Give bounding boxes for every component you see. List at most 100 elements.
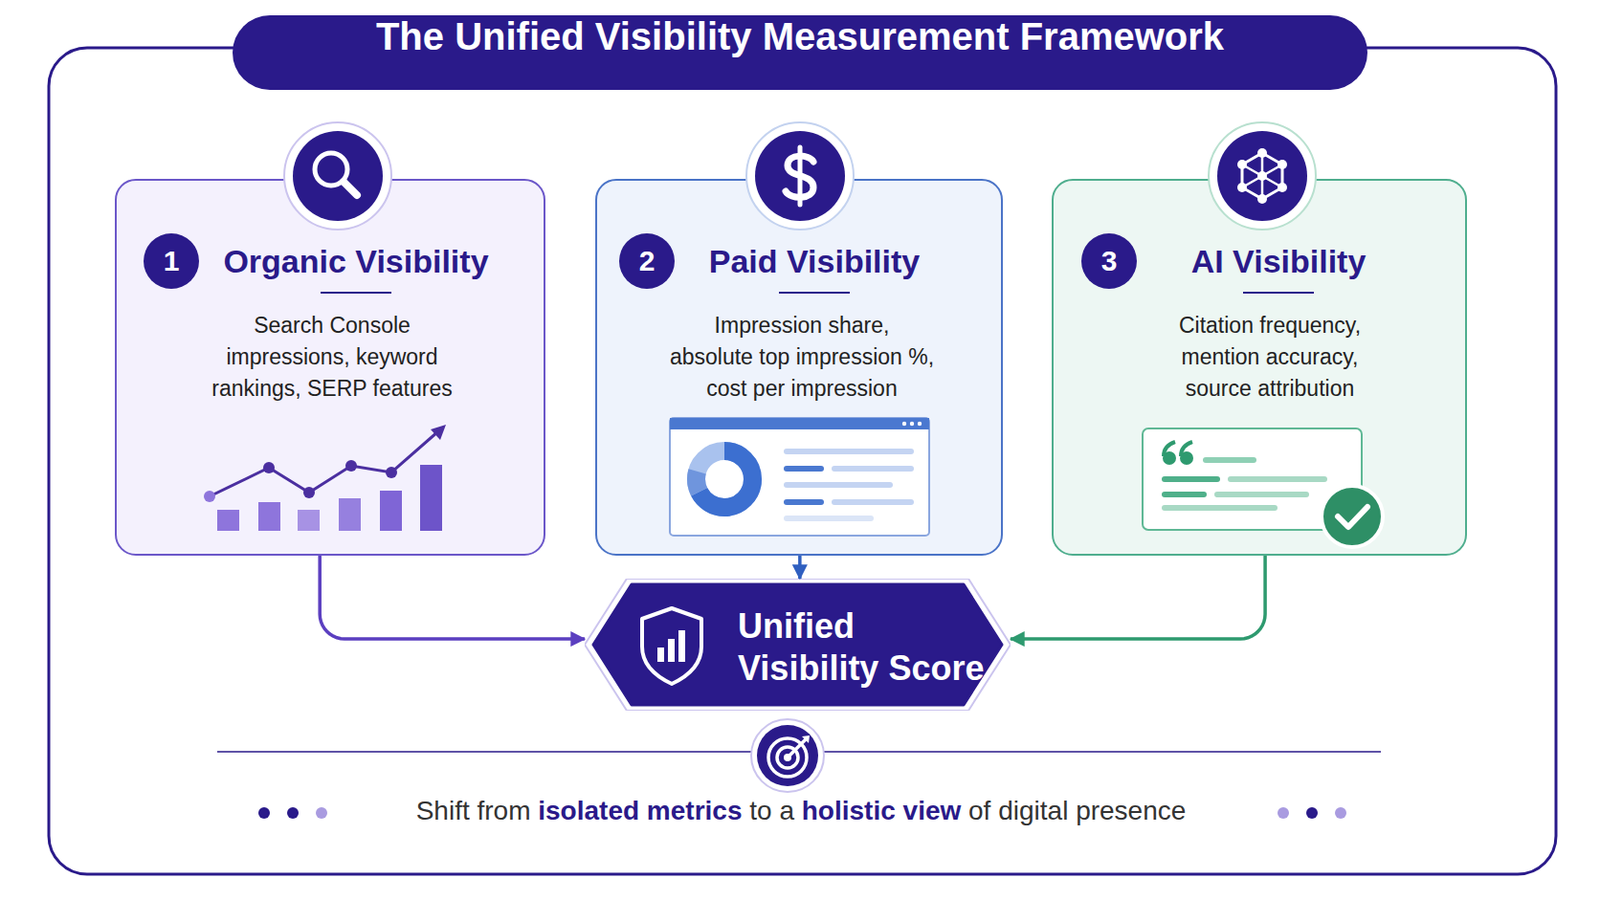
network-icon-part [1242,153,1283,200]
caption-word: view [903,796,969,826]
network-icon-part [1242,164,1283,188]
network-icon-part [1257,194,1267,204]
target-icon [751,719,824,793]
text-line: source attribution [1097,373,1443,405]
text-line: cost per impression [620,373,984,405]
caption-word: Shift [416,796,478,826]
heading-rule [1243,291,1314,294]
search-icon [284,122,392,230]
diagram-title: The Unified Visibility Measurement Frame… [232,15,1368,59]
citation-card-part [1164,476,1218,483]
callout-badge: 2 [619,233,675,289]
text-line: impressions, keyword [159,341,505,374]
category-card: AI VisibilityCitation frequency, mention… [1051,178,1467,556]
text-line: Unified [737,605,1006,648]
decor-dots-part [1334,807,1347,820]
dollar-icon-part [798,147,803,205]
text-line: absolute top impression %, [620,341,984,374]
dashboard-illustration-part [696,451,754,509]
connector-layer [319,555,1266,640]
card-heading: Paid Visibility [632,242,997,281]
target-icon-part [777,747,799,769]
dashboard-illustration [669,418,930,536]
growth-chart-part [217,510,240,532]
target-icon-part [801,735,810,744]
dashboard-illustration-part [786,448,912,455]
search-icon-part [292,131,383,222]
caption-word: of [968,796,999,826]
network-icon-part [1261,153,1265,200]
growth-chart-part [430,424,446,441]
dollar-icon-part [755,131,845,222]
search-icon-part [314,153,348,186]
citation-card-part [1164,505,1275,512]
dashboard-illustration-part [902,422,907,426]
caption-word: digital [998,796,1076,826]
shield-icon [642,608,702,685]
citation-card-part [1163,442,1176,457]
divider-line [217,752,1381,754]
text-line: Citation frequency, [1097,310,1443,342]
target-icon-part [751,719,824,793]
network-icon-part [1217,131,1308,222]
growth-chart-part [338,498,361,532]
decor-dots-part [258,807,270,820]
text-line: Search Console [159,310,505,342]
shield-icon-part [657,647,665,663]
dashboard-illustration-part [786,482,890,489]
growth-chart-part [345,460,357,472]
target-icon-part [787,738,807,758]
divider-line-part [217,751,1381,754]
heading-rule [778,291,850,294]
citation-card-part [1205,457,1254,464]
hexagon-ring [584,578,1011,712]
decor-dots-part [1306,807,1318,820]
card-body: Impression share, absolute top impressio… [620,310,984,405]
dollar-icon-part [746,122,854,230]
caption-word: from [476,796,538,826]
caption-word: isolated [537,796,647,826]
network-icon-part [1257,148,1267,158]
growth-chart-part [420,465,443,532]
shield-icon-part [678,630,686,663]
caption-word: to [749,796,779,826]
network-icon-part [1237,182,1247,193]
dashboard-illustration-part [669,418,930,430]
search-icon-part [343,181,357,196]
growth-chart-part [303,487,315,499]
callout-number: 3 [1081,233,1137,289]
card-body: Citation frequency, mention accuracy, so… [1097,310,1443,405]
dashboard-illustration-part [786,515,871,522]
growth-chart-part [379,490,402,532]
citation-card-part [1164,491,1204,498]
decor-dots-part [315,807,328,820]
card-body: Search Console impressions, keyword rank… [159,310,505,405]
outer-frame [48,47,1556,875]
caption-word: a [778,796,801,826]
dashboard-illustration-part [696,451,754,509]
citation-card-part [1230,476,1325,483]
dashboard-illustration-part [696,451,754,509]
target-icon-part [756,725,819,787]
dashboard-illustration-part [669,418,930,536]
citation-card-part [1180,442,1193,457]
score-hexagon: Unified Visibility Score [584,578,1011,712]
dashboard-illustration-part [834,499,912,506]
dashboard-illustration-part [786,466,822,472]
growth-chart [203,424,446,532]
diagram-caption: Shift from isolated metrics to a holisti… [322,796,1280,827]
citation-card-part [1321,486,1383,548]
dollar-icon [746,122,854,230]
citation-card-part [1142,428,1362,531]
text-line: rankings, SERP features [159,373,505,405]
target-icon-part [783,754,792,762]
card-heading: AI Visibility [1096,242,1461,281]
target-icon-part [768,738,807,778]
title-pill [232,15,1368,90]
heading-rule [320,291,392,294]
callout-badge: 1 [143,233,200,289]
growth-chart-part [297,510,320,532]
dashboard-illustration-part [786,499,822,506]
